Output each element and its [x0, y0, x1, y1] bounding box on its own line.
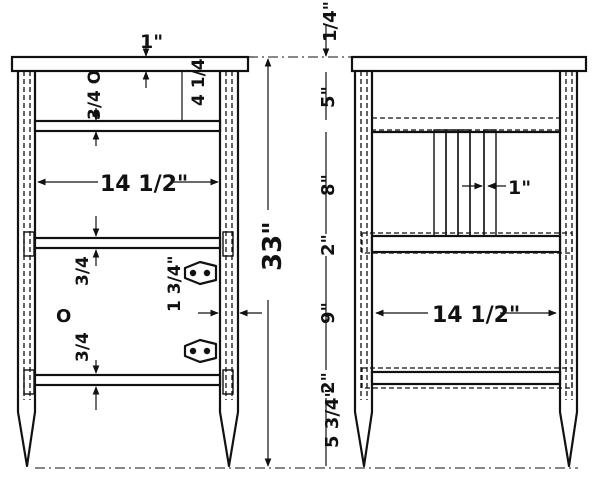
- left-bracket-lower: [183, 338, 218, 364]
- right-seg5-label: 2": [318, 372, 339, 394]
- right-height-stack: 1/4" 5" 8" 2" 9" 2" 5 3/4": [318, 1, 343, 466]
- left-post-a: [16, 69, 37, 468]
- left-post-b: [218, 69, 240, 468]
- right-top-label: 1/4": [320, 1, 341, 42]
- right-slat-1: [433, 129, 447, 237]
- left-joint-a: [23, 231, 35, 257]
- left-mid-thickness-label: 3/4: [73, 256, 93, 286]
- left-upper-rail-hidden: [34, 70, 221, 122]
- right-seg1-label: 5": [318, 86, 339, 108]
- right-slat-width-label: 1": [508, 177, 531, 199]
- left-bracket-label: 1 3/4": [165, 256, 185, 312]
- left-post-b-hidden: [225, 71, 233, 400]
- right-seg2-label: 8": [318, 174, 339, 196]
- right-slat-3: [457, 129, 471, 237]
- right-lower-shelf: [370, 370, 562, 386]
- right-lower-shelf-hidden: [361, 367, 573, 389]
- right-post-b-hidden: [565, 71, 573, 400]
- right-slat-4: [483, 129, 497, 237]
- left-post-a-hidden: [23, 71, 31, 400]
- left-lower-thickness-label: 3/4: [73, 332, 93, 362]
- left-lower-shelf: [33, 373, 222, 387]
- left-joint-d: [222, 369, 234, 395]
- right-top-board: [350, 55, 588, 73]
- left-joint-c: [23, 369, 35, 395]
- left-middle-shelf: [33, 236, 222, 250]
- right-view: 1" 14 1/2": [350, 55, 588, 468]
- overall-height-label: 33": [258, 221, 288, 271]
- left-joint-b: [222, 231, 234, 257]
- left-top-board: [10, 55, 250, 73]
- overall-height-dimension: 33": [35, 56, 578, 469]
- right-upper-shelf-hidden: [371, 117, 561, 131]
- right-post-b: [558, 69, 579, 468]
- right-slat-2: [445, 129, 459, 237]
- right-inner-width-label: 14 1/2": [432, 303, 520, 328]
- right-seg3-label: 2": [318, 234, 339, 256]
- left-hole-marker: O: [56, 306, 71, 327]
- left-view: 1" 4 1/4 3/4 O 14 1/2" 3/4 O 3/4 1 3/4": [10, 31, 262, 468]
- left-rail-height-label: 4 1/4: [189, 58, 209, 106]
- right-seg6-label: 5 3/4": [322, 388, 343, 448]
- right-middle-shelf-hidden: [361, 232, 573, 254]
- right-seg4-label: 9": [318, 302, 339, 324]
- right-post-a: [353, 69, 374, 468]
- right-middle-shelf: [370, 234, 562, 254]
- left-inner-width-label: 14 1/2": [100, 172, 188, 197]
- left-bracket-upper: [183, 260, 218, 286]
- left-upper-shelf: [33, 119, 222, 133]
- right-post-a-hidden: [360, 71, 368, 400]
- left-upper-offset-label: 3/4 O: [85, 70, 105, 120]
- left-top-thickness-label: 1": [140, 31, 163, 53]
